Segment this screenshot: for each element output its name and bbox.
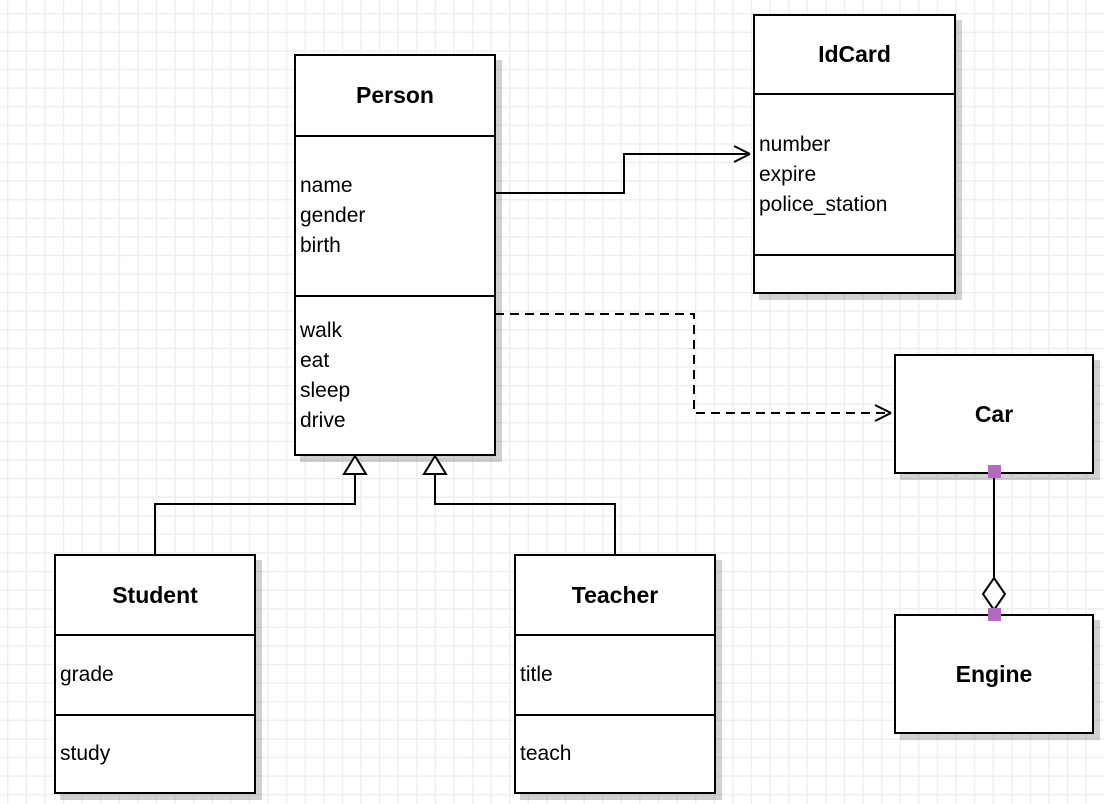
class-box-idcard[interactable]: IdCard number expire police_station xyxy=(753,14,956,294)
edge-line xyxy=(495,314,888,413)
edge-association-person-idcard[interactable] xyxy=(495,146,750,193)
hollow-diamond-icon xyxy=(983,578,1005,610)
class-title-engine: Engine xyxy=(955,660,1033,687)
edge-generalization-student-person[interactable] xyxy=(155,456,366,554)
class-box-engine[interactable]: Engine xyxy=(894,614,1094,734)
edge-line xyxy=(495,154,750,193)
attribute-item: title xyxy=(520,663,553,686)
methods-compartment-person: walk eat sleep drive xyxy=(296,297,494,454)
methods-compartment-student: study xyxy=(56,716,254,792)
attribute-item: gender xyxy=(300,204,366,227)
method-item: sleep xyxy=(300,378,351,402)
hollow-triangle-arrowhead-icon xyxy=(424,456,446,474)
edge-dependency-person-car[interactable] xyxy=(495,314,891,421)
attribute-item: police_station xyxy=(759,192,888,216)
class-box-person[interactable]: Person name gender birth walk eat sleep … xyxy=(294,54,496,456)
connection-point-marker[interactable] xyxy=(988,608,1001,621)
edge-aggregation-car-engine[interactable] xyxy=(983,465,1005,621)
attributes-compartment-student: grade xyxy=(56,636,254,716)
attributes-compartment-person: name gender birth xyxy=(296,137,494,297)
method-item: walk xyxy=(300,318,343,342)
open-arrowhead-icon xyxy=(734,146,750,162)
attribute-item: expire xyxy=(759,162,817,186)
attribute-item: grade xyxy=(60,663,114,686)
open-arrowhead-icon xyxy=(875,405,891,421)
attributes-compartment-idcard: number expire police_station xyxy=(755,95,954,256)
class-title-person: Person xyxy=(296,56,494,137)
method-item: drive xyxy=(300,408,346,432)
connection-point-marker[interactable] xyxy=(988,465,1001,478)
class-box-student[interactable]: Student grade study xyxy=(54,554,256,794)
class-title-idcard: IdCard xyxy=(755,16,954,95)
hollow-triangle-arrowhead-icon xyxy=(344,456,366,474)
method-item: study xyxy=(60,742,111,765)
edge-line xyxy=(435,474,615,554)
attribute-item: name xyxy=(300,174,353,197)
class-box-car[interactable]: Car xyxy=(894,354,1094,474)
class-title-car: Car xyxy=(974,400,1014,427)
class-box-teacher[interactable]: Teacher title teach xyxy=(514,554,716,794)
method-item: eat xyxy=(300,348,330,372)
attribute-item: number xyxy=(759,132,831,156)
method-item: teach xyxy=(520,742,572,765)
edge-line xyxy=(155,474,355,554)
methods-compartment-teacher: teach xyxy=(516,716,714,792)
class-title-student: Student xyxy=(56,556,254,636)
edge-generalization-teacher-person[interactable] xyxy=(424,456,615,554)
class-title-teacher: Teacher xyxy=(516,556,714,636)
attribute-item: birth xyxy=(300,234,341,257)
attributes-compartment-teacher: title xyxy=(516,636,714,716)
